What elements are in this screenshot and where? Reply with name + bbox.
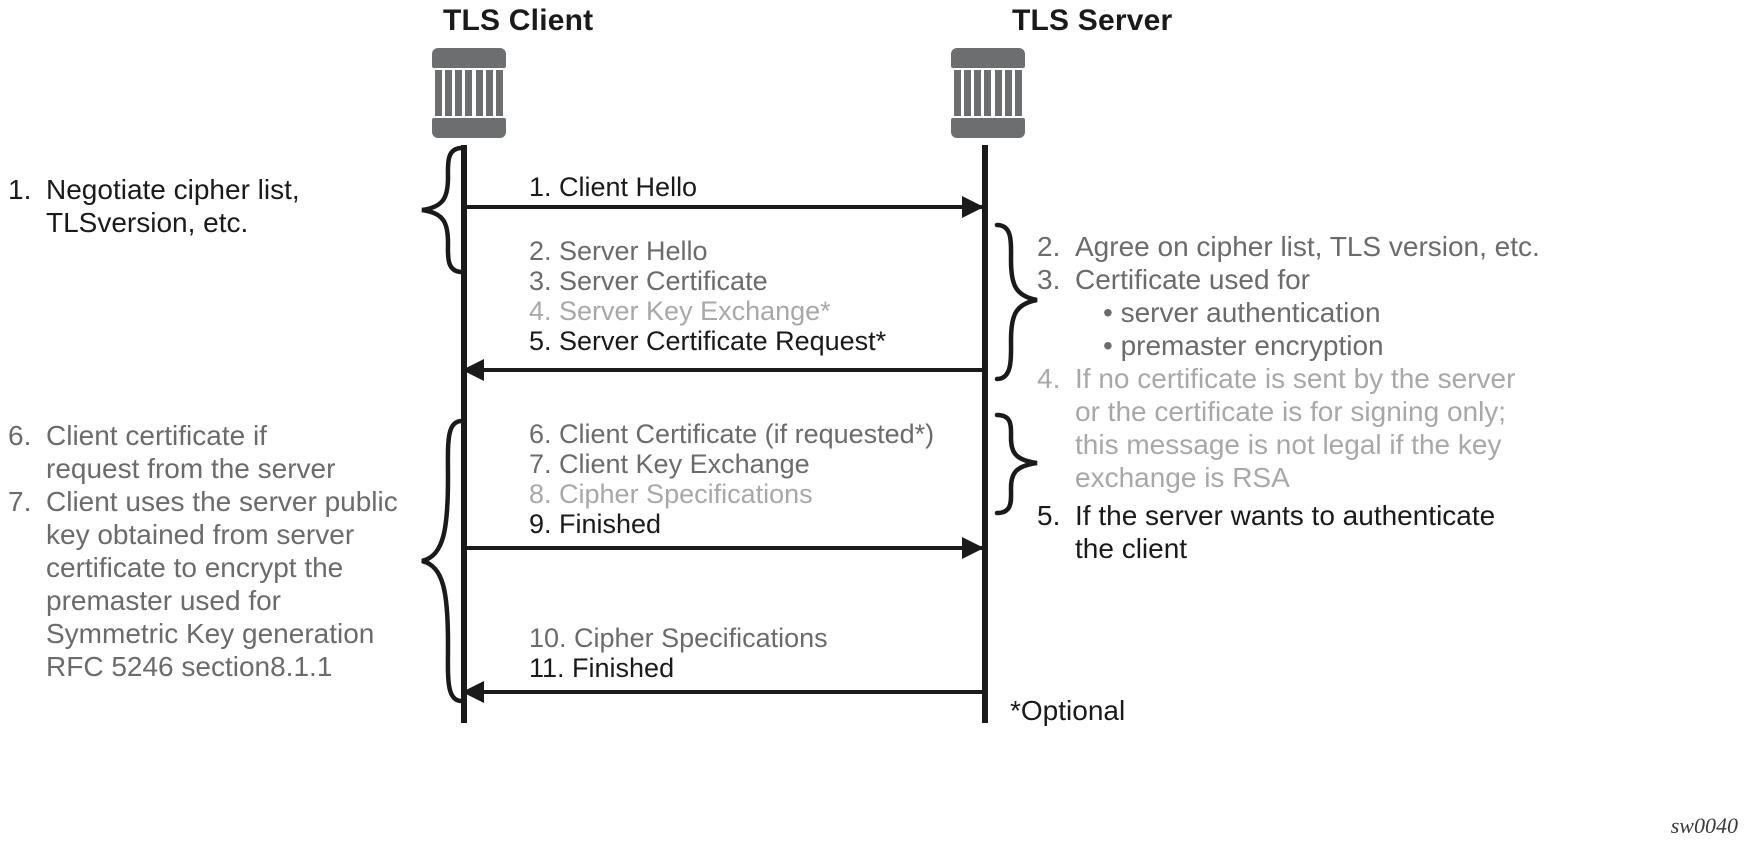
- message-label: 10. Cipher Specifications: [529, 623, 828, 653]
- client-server-rack-icon: [432, 48, 506, 138]
- brace-right-server-agree: [994, 222, 1038, 382]
- message-group-client-key-exchange: 6. Client Certificate (if requested*)7. …: [529, 419, 934, 539]
- rack-top: [951, 48, 1025, 68]
- note-text: Agree on cipher list, TLS version, etc.: [1075, 231, 1540, 262]
- client-hello-arrow: [464, 196, 984, 218]
- note-line: exchange is RSA: [1075, 462, 1290, 493]
- note-line: 3. Certificate used for: [1037, 263, 1540, 296]
- note-line: 6. Client certificate if: [8, 419, 398, 452]
- server-server-rack-icon: [951, 48, 1025, 138]
- optional-legend: *Optional: [1010, 695, 1126, 726]
- brace-right-server-cert-note: [994, 412, 1038, 516]
- message-label: 4. Server Key Exchange*: [529, 296, 831, 326]
- server-lifeline: [982, 145, 988, 723]
- rack-bottom: [951, 118, 1025, 138]
- brace-left-negotiate: [421, 145, 465, 275]
- client-key-exchange-arrow: [464, 537, 984, 559]
- rack-top: [432, 48, 506, 68]
- note-number: 7.: [8, 486, 32, 517]
- note-line: premaster used for: [46, 585, 281, 616]
- rack-bottom: [432, 118, 506, 138]
- note-number: 2.: [1037, 231, 1061, 262]
- note-line: 7. Client uses the server public: [8, 485, 398, 518]
- client-title: TLS Client: [443, 4, 594, 37]
- message-label: 8. Cipher Specifications: [529, 479, 813, 509]
- arrowhead-icon: [962, 537, 984, 559]
- note-line: • server authentication: [1103, 297, 1381, 328]
- message-label: 7. Client Key Exchange: [529, 449, 810, 479]
- note-line: the client: [1075, 533, 1188, 564]
- rack-bars: [435, 70, 503, 116]
- note-line: 2. Agree on cipher list, TLS version, etc…: [1037, 230, 1540, 263]
- note-number: 6.: [8, 420, 32, 451]
- note-text: If the server wants to authenticate: [1075, 500, 1496, 531]
- brace-left-client-cert: [421, 418, 465, 704]
- note-number: 1.: [8, 174, 32, 205]
- note-line: 1. Negotiate cipher list,: [8, 173, 300, 206]
- arrowhead-icon: [462, 359, 484, 381]
- figure-id-caption: sw0040: [1670, 813, 1738, 838]
- note-number: 3.: [1037, 264, 1061, 295]
- note-text: If no certificate is sent by the server: [1075, 363, 1516, 394]
- message-label: 9. Finished: [529, 509, 662, 539]
- server-finished-arrow: [462, 681, 982, 703]
- message-label: 11. Finished: [529, 653, 675, 683]
- note-server-agree-and-certificate: 2. Agree on cipher list, TLS version, etc…: [1037, 230, 1540, 494]
- note-line: TLSversion, etc.: [46, 207, 249, 238]
- note-text: Certificate used for: [1075, 264, 1310, 295]
- note-text: Client certificate if: [46, 420, 267, 451]
- note-line: this message is not legal if the key: [1075, 429, 1502, 460]
- message-label: 6. Client Certificate (if requested*): [529, 419, 935, 449]
- note-text: Negotiate cipher list,: [46, 174, 300, 205]
- message-group-client-hello: 1. Client Hello: [529, 172, 697, 202]
- message-label: 5. Server Certificate Request*: [529, 326, 887, 356]
- client-lifeline: [461, 145, 467, 723]
- note-line: 4. If no certificate is sent by the serve…: [1037, 362, 1540, 395]
- note-number: 5.: [1037, 500, 1061, 531]
- message-label: 3. Server Certificate: [529, 266, 768, 296]
- note-text: Client uses the server public: [46, 486, 398, 517]
- server-title: TLS Server: [1012, 4, 1173, 37]
- note-line: 5. If the server wants to authenticate: [1037, 499, 1495, 532]
- note-line: or the certificate is for signing only;: [1075, 396, 1507, 427]
- note-line: • premaster encryption: [1103, 330, 1384, 361]
- rack-bars: [954, 70, 1022, 116]
- note-line: Symmetric Key generation: [46, 618, 375, 649]
- server-response-arrow: [462, 359, 982, 381]
- note-line: certificate to encrypt the: [46, 552, 344, 583]
- arrowhead-icon: [962, 196, 984, 218]
- arrowhead-icon: [462, 681, 484, 703]
- note-number: 4.: [1037, 363, 1061, 394]
- message-label: 2. Server Hello: [529, 236, 708, 266]
- note-line: key obtained from server: [46, 519, 355, 550]
- note-negotiate-cipher-list: 1. Negotiate cipher list,TLSversion, etc.: [8, 173, 300, 239]
- note-line: RFC 5246 section8.1.1: [46, 651, 333, 682]
- message-label: 1. Client Hello: [529, 172, 698, 202]
- note-line: request from the server: [46, 453, 336, 484]
